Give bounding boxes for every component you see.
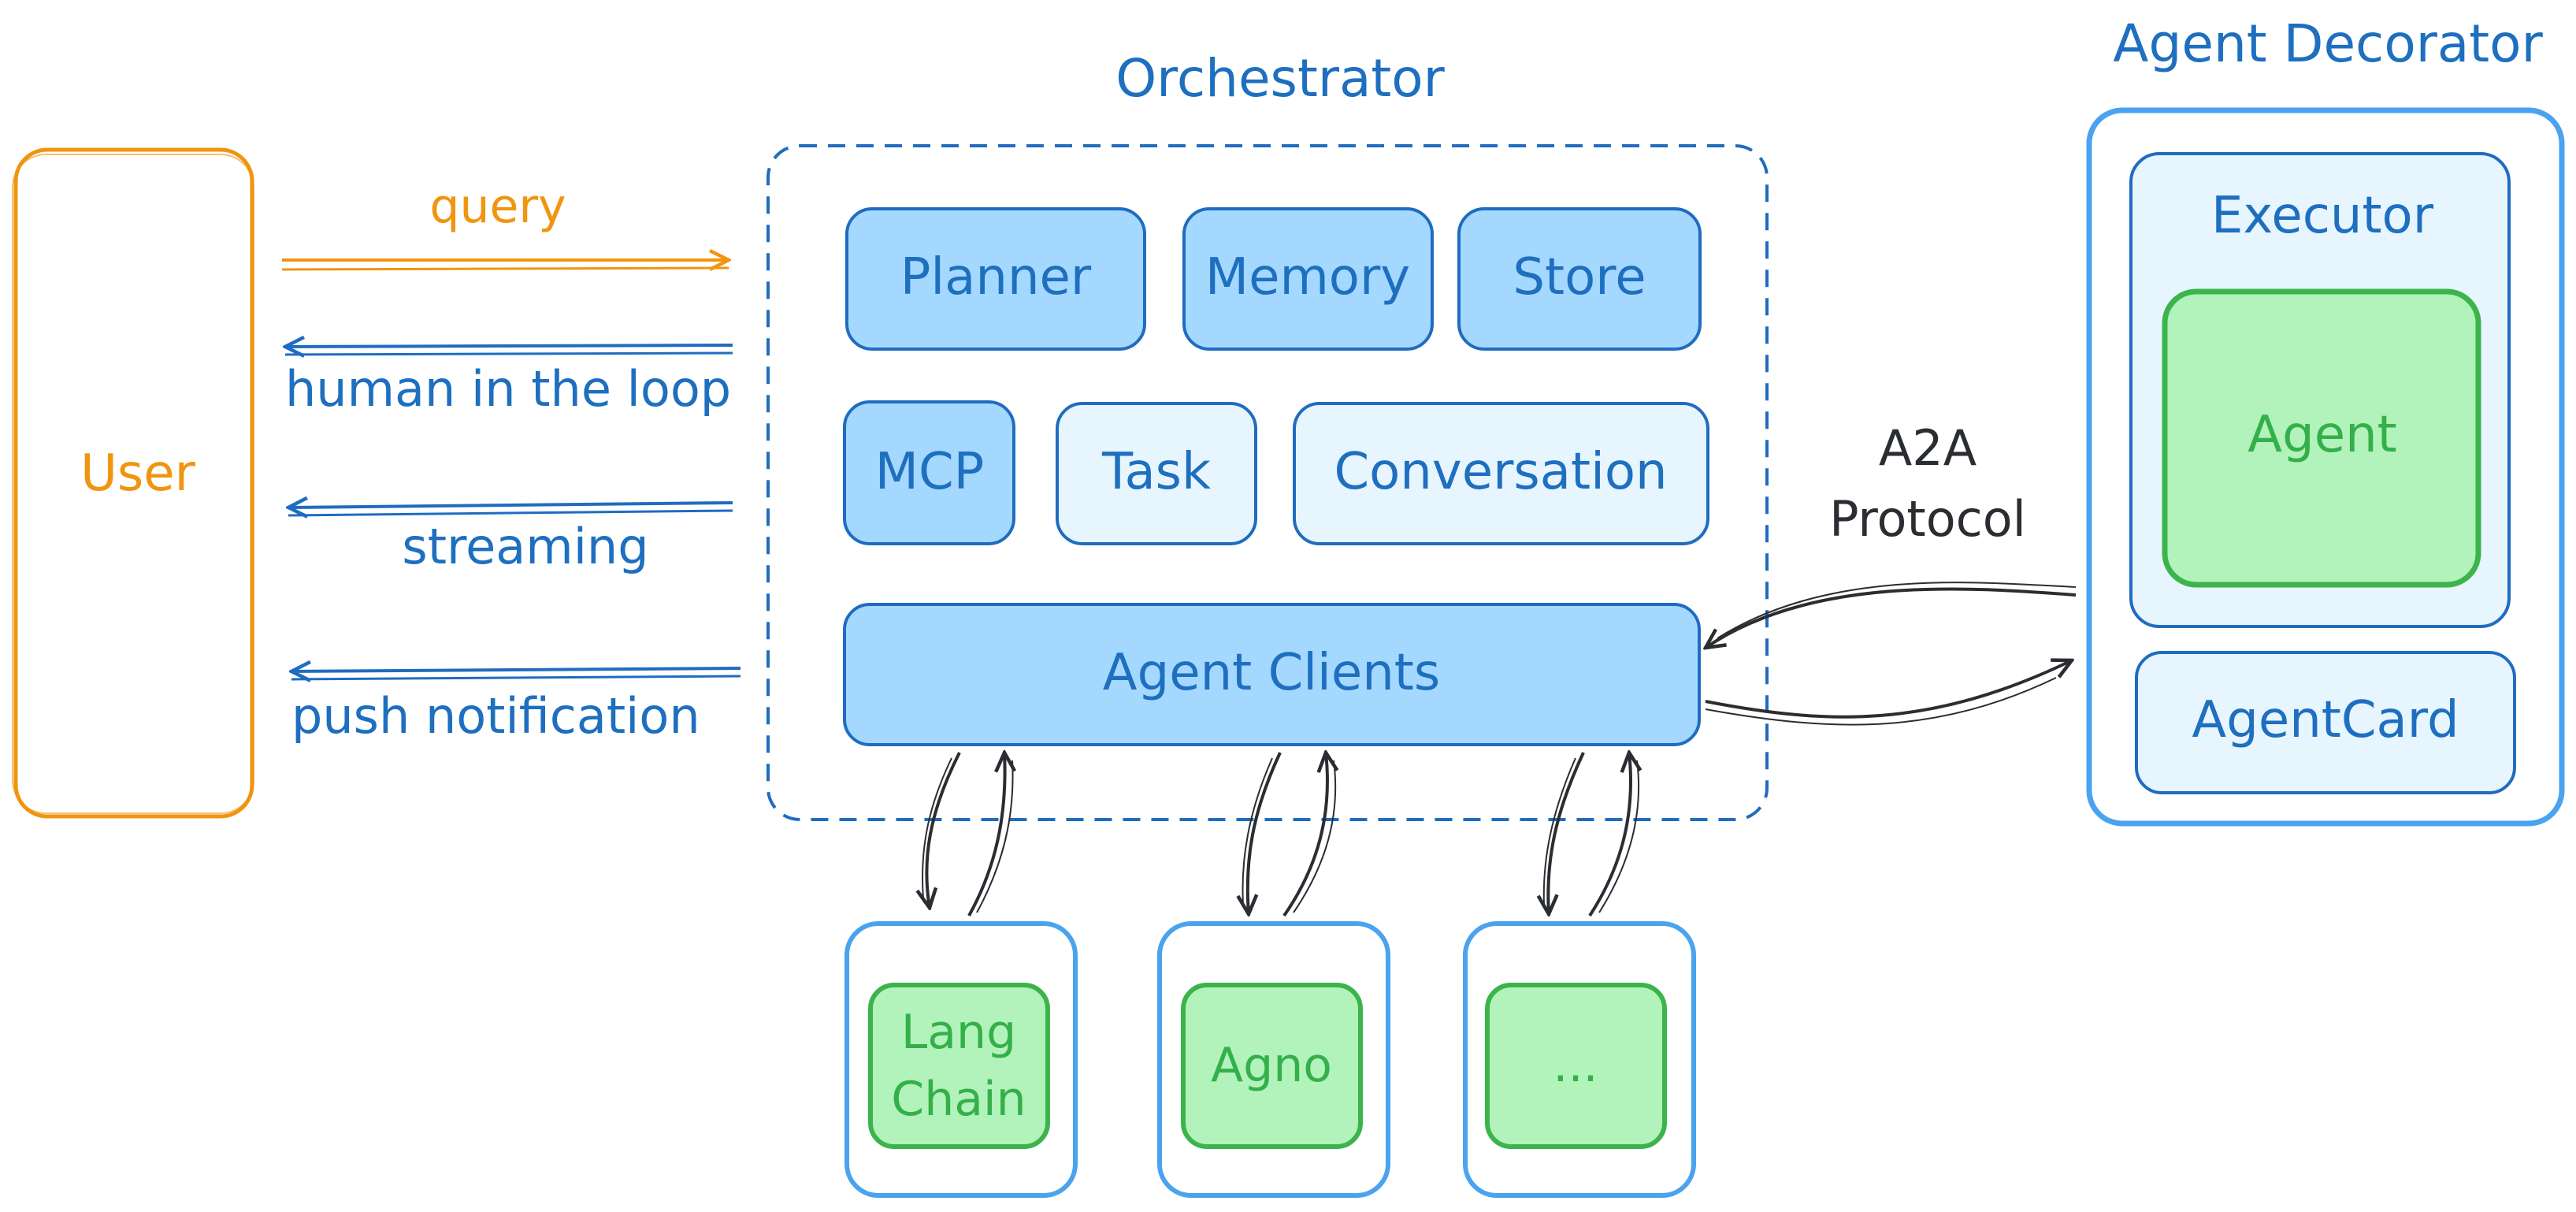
orchestrator: Orchestrator Planner Memory Store MCP Ta… — [766, 48, 1769, 821]
human-in-the-loop-arrow: human in the loop — [285, 345, 733, 418]
langchain-label-line2: Chain — [891, 1072, 1026, 1127]
agent-card-box: AgentCard — [2135, 651, 2516, 794]
agent-clients-label: Agent Clients — [1103, 644, 1440, 702]
push-notification-arrow: push notification — [291, 668, 741, 745]
query-label: query — [429, 179, 566, 234]
planner-box: Planner — [845, 207, 1146, 351]
streaming-label: streaming — [402, 518, 648, 575]
more-label: ... — [1553, 1038, 1598, 1093]
a2a-label-line1: A2A — [1879, 419, 1977, 477]
agent-card-label: AgentCard — [2192, 691, 2459, 749]
orchestrator-title: Orchestrator — [1115, 48, 1445, 109]
orchestrator-boundary — [766, 144, 1769, 821]
push-notification-label: push notification — [291, 687, 700, 745]
query-arrow: query — [281, 179, 729, 270]
agno-label: Agno — [1211, 1038, 1332, 1093]
langchain-arrows — [922, 753, 1013, 916]
a2a-protocol: A2A Protocol — [1705, 419, 2077, 726]
mcp-label: MCP — [875, 443, 985, 501]
agent-box: Agent — [2162, 288, 2481, 588]
streaming-arrow: streaming — [288, 503, 733, 575]
agno-framework: Agno — [1157, 921, 1390, 1198]
user-node: User — [12, 147, 254, 819]
more-frameworks: ... — [1463, 921, 1696, 1198]
mcp-box: MCP — [843, 400, 1015, 545]
conversation-box: Conversation — [1293, 402, 1709, 545]
executor-label: Executor — [2211, 187, 2434, 245]
agent-decorator-title: Agent Decorator — [2113, 13, 2543, 74]
human-in-the-loop-label: human in the loop — [285, 360, 731, 418]
planner-label: Planner — [900, 248, 1092, 307]
agent-clients-box: Agent Clients — [843, 603, 1701, 746]
langchain-framework: Lang Chain — [844, 921, 1078, 1198]
user-label: User — [80, 444, 196, 503]
executor-box: Executor Agent — [2129, 152, 2511, 628]
more-arrows — [1544, 753, 1639, 916]
conversation-label: Conversation — [1334, 443, 1667, 501]
agent-decorator: Agent Decorator Executor Agent AgentCard — [2086, 13, 2565, 827]
store-box: Store — [1457, 207, 1702, 351]
task-box: Task — [1056, 402, 1257, 545]
a2a-label-line2: Protocol — [1829, 490, 2026, 548]
agno-arrows — [1242, 753, 1335, 916]
langchain-label-line1: Lang — [901, 1005, 1016, 1060]
agent-label: Agent — [2248, 406, 2396, 464]
a2a-response-arrow — [1706, 587, 2077, 648]
a2a-request-arrow — [1705, 660, 2072, 719]
memory-label: Memory — [1205, 248, 1410, 307]
memory-box: Memory — [1182, 207, 1434, 351]
task-label: Task — [1101, 443, 1211, 501]
store-label: Store — [1513, 248, 1646, 307]
